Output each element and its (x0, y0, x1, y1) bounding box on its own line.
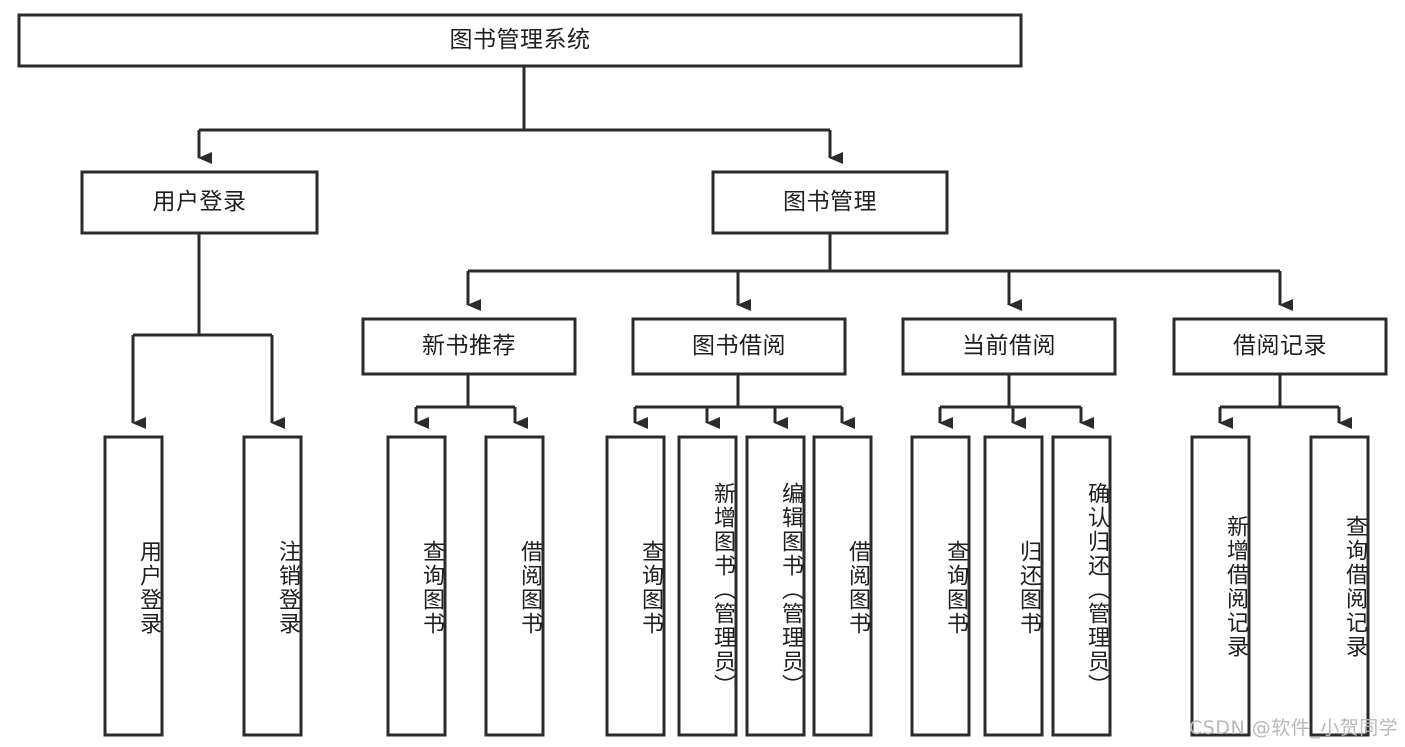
node-box-leaf-book-borrow-1[interactable] (677, 435, 738, 737)
node-box-current-borrow[interactable] (901, 317, 1117, 376)
node-box-leaf-borrow-record-0[interactable] (1190, 435, 1251, 737)
node-box-leaf-current-borrow-0[interactable] (910, 435, 971, 737)
node-box-leaf-user-login-0[interactable] (103, 435, 164, 737)
node-box-new-book-recommend[interactable] (361, 317, 577, 376)
node-box-leaf-user-login-1[interactable] (242, 435, 303, 737)
node-box-leaf-borrow-record-1[interactable] (1309, 435, 1370, 737)
node-box-book-management[interactable] (711, 170, 949, 235)
node-box-leaf-book-borrow-0[interactable] (605, 435, 666, 737)
node-box-borrow-record[interactable] (1172, 317, 1388, 376)
node-box-leaf-new-book-1[interactable] (484, 435, 545, 737)
node-box-leaf-book-borrow-3[interactable] (812, 435, 873, 737)
node-box-user-login[interactable] (80, 170, 319, 235)
node-box-leaf-book-borrow-2[interactable] (745, 435, 806, 737)
node-box-root[interactable] (17, 13, 1023, 68)
node-box-leaf-new-book-0[interactable] (386, 435, 447, 737)
node-box-leaf-current-borrow-2[interactable] (1051, 435, 1112, 737)
node-box-book-borrow[interactable] (631, 317, 847, 376)
node-box-leaf-current-borrow-1[interactable] (983, 435, 1044, 737)
